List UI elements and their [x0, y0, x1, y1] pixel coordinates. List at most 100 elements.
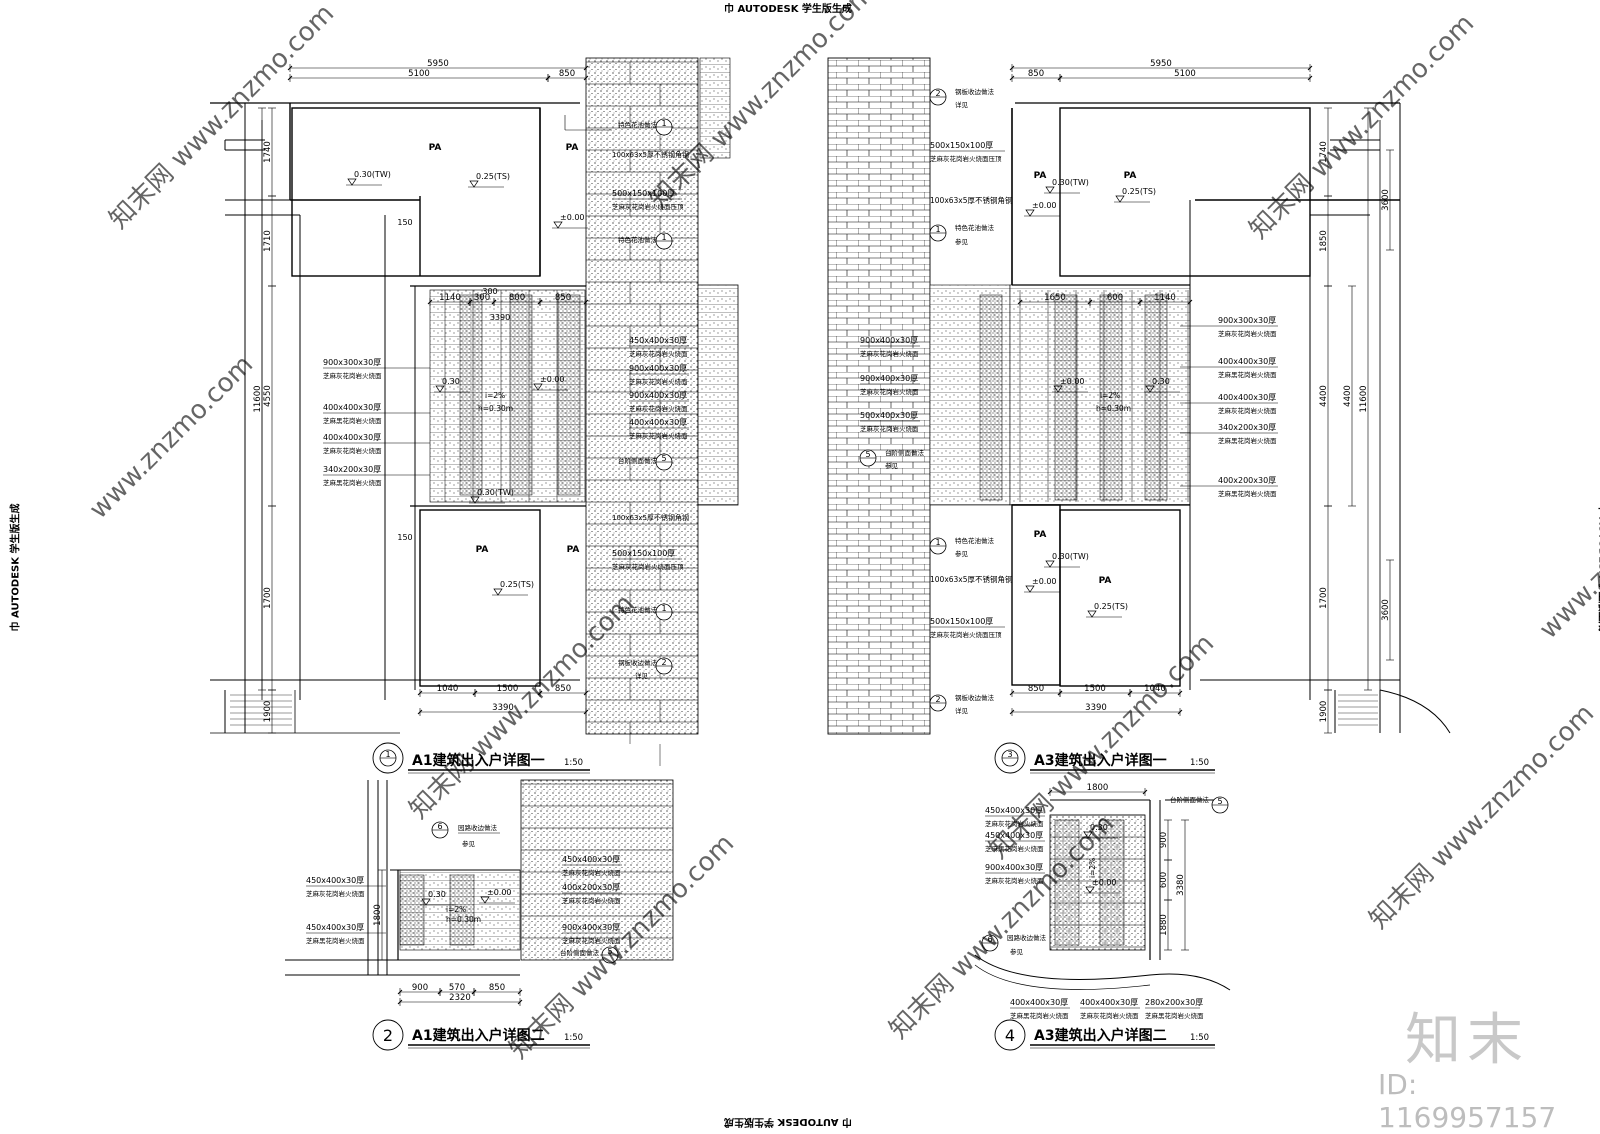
material-note: 园路收边做法 [458, 823, 498, 832]
drawing-line [545, 75, 551, 81]
material-note: 450x400x30厚 [562, 855, 620, 864]
drawing-line [417, 709, 423, 715]
material-note: 芝麻灰花岗岩火烧面 [1218, 329, 1277, 338]
material-note: 特色花池做法 [618, 235, 658, 244]
drawing-title: A1建筑出入户详图一 [412, 752, 545, 769]
paving-strip [1099, 294, 1123, 501]
dimension-label: 5950 [1150, 59, 1172, 69]
level-label: 0.30 [442, 377, 460, 386]
drawing-line [1187, 299, 1193, 305]
material-note: 参见 [1010, 947, 1024, 956]
level-marker-icon [1083, 831, 1093, 839]
material-note: 500x400x30厚 [860, 411, 918, 420]
drawing-scale: 1:50 [1190, 1033, 1209, 1043]
material-note: 900x300x30厚 [1218, 316, 1276, 325]
dimension-label: 150 [397, 533, 412, 542]
material-note: 100x63x5厚不锈钢角钢 [930, 574, 1013, 584]
dimension-label: 850 [1028, 684, 1044, 694]
material-note: 400x400x30厚 [1010, 998, 1068, 1007]
dimension-label: 850 [555, 293, 571, 303]
room-label: PA [567, 545, 580, 555]
dimension-label: 1700 [1319, 587, 1329, 609]
room-label: PA [476, 545, 489, 555]
material-note: 400x400x30厚 [323, 433, 381, 442]
dimension-label: 11600 [253, 385, 263, 412]
dimension-label: 1850 [1319, 230, 1329, 252]
dimension-label: 5950 [427, 59, 449, 69]
material-note: 台阶侧面做法 [885, 448, 925, 457]
drawing-line [287, 75, 293, 81]
autodesk-text: AUTODESK 学生版生成 [1596, 517, 1600, 632]
material-note: 400x400x30厚 [1080, 998, 1138, 1007]
paving-strip [1144, 294, 1168, 501]
level-label: ±0.00 [1060, 377, 1085, 386]
material-note: 芝麻灰花岗岩火烧面压顶 [612, 202, 684, 211]
material-note: 450x400x30厚 [306, 923, 364, 932]
autodesk-watermark-right: 巾 AUTODESK 学生版生成 [1596, 504, 1600, 632]
dimension-label: 900 [412, 983, 428, 993]
drawing-line [1057, 690, 1063, 696]
drawing-number-circle [372, 1019, 404, 1051]
material-note: 芝麻灰花岗岩火烧面 [562, 896, 621, 905]
site-watermark: www.znzmo.com [84, 350, 259, 525]
material-note: 特色花池做法 [955, 223, 995, 232]
dimension-label: 1800 [1087, 783, 1109, 793]
slope-label: h=0.30m [446, 915, 481, 924]
slope-label: i=2% [485, 391, 505, 400]
material-note: 芝麻灰花岗岩火烧面 [985, 819, 1044, 828]
paving-strip [1099, 819, 1125, 946]
brick-wall [827, 57, 931, 735]
material-note: 芝麻灰花岗岩火烧面 [562, 868, 621, 877]
drawing-line [427, 299, 433, 305]
detail-tag-number: 2 [661, 658, 666, 667]
detail-tag-number: 5 [865, 450, 870, 459]
dimension-label: 1900 [1319, 701, 1329, 723]
level-label: 0.25(TS) [1094, 602, 1128, 611]
autodesk-logo-icon: 巾 [1596, 504, 1600, 517]
material-note: 芝麻灰花岗岩火烧面 [629, 349, 688, 358]
level-marker-icon [493, 588, 503, 596]
drawing-title: A3建筑出入户详图二 [1034, 1027, 1167, 1044]
paving-strip [697, 284, 739, 506]
drawing-line [1047, 789, 1053, 795]
material-note: 450x400x30厚 [306, 876, 364, 885]
level-label: 0.25(TS) [500, 580, 534, 589]
room-label: PA [1099, 576, 1112, 586]
material-note: 900x400x30厚 [629, 391, 687, 400]
autodesk-watermark-bottom: 巾 AUTODESK 学生版生成 [724, 1116, 852, 1131]
dimension-label: 1900 [263, 701, 273, 723]
detail-tag-number: 3 [1007, 750, 1012, 759]
material-note: 100x63x5厚不锈钢角钢 [612, 513, 689, 522]
dimension-label: 1040 [437, 684, 459, 694]
level-marker-icon [1115, 195, 1125, 203]
dimension-label: 3390 [490, 313, 510, 322]
level-label: 0.30 [1090, 823, 1108, 832]
level-label: 0.30 [428, 890, 446, 899]
drawing-line [287, 65, 293, 71]
drawing-scale: 1:50 [564, 1033, 583, 1043]
slope-label: i=2% [1100, 391, 1120, 400]
drawing-line [1137, 299, 1143, 305]
dimension-label: 850 [559, 69, 575, 79]
material-note: 900x400x30厚 [860, 374, 918, 383]
level-marker-icon [533, 383, 543, 391]
drawing-number-circle [372, 742, 404, 774]
room-label: PA [1034, 171, 1047, 181]
dimension-label: 570 [449, 983, 465, 993]
znzmo-logo: 知末 [1405, 1008, 1529, 1073]
drawing-number: 2 [383, 1026, 393, 1045]
material-note: 900x400x30厚 [562, 923, 620, 932]
material-note: 芝麻灰花岗岩火烧面 [629, 404, 688, 413]
material-note: 400x400x30厚 [1218, 357, 1276, 366]
dimension-label: 1700 [263, 587, 273, 609]
material-note: 详见 [955, 706, 969, 715]
dimension-label: 600 [1107, 293, 1123, 303]
level-marker-icon [1087, 610, 1097, 618]
material-note: 400x200x30厚 [1218, 476, 1276, 485]
site-watermark: 知末网 www.znzmo.com [1364, 699, 1600, 935]
site-watermark: 知末网 www.znzmo.com [1244, 9, 1480, 245]
drawing-line [1307, 75, 1313, 81]
dimension-label: 3600 [1381, 599, 1391, 621]
detail-tag-number: 2 [935, 695, 940, 704]
